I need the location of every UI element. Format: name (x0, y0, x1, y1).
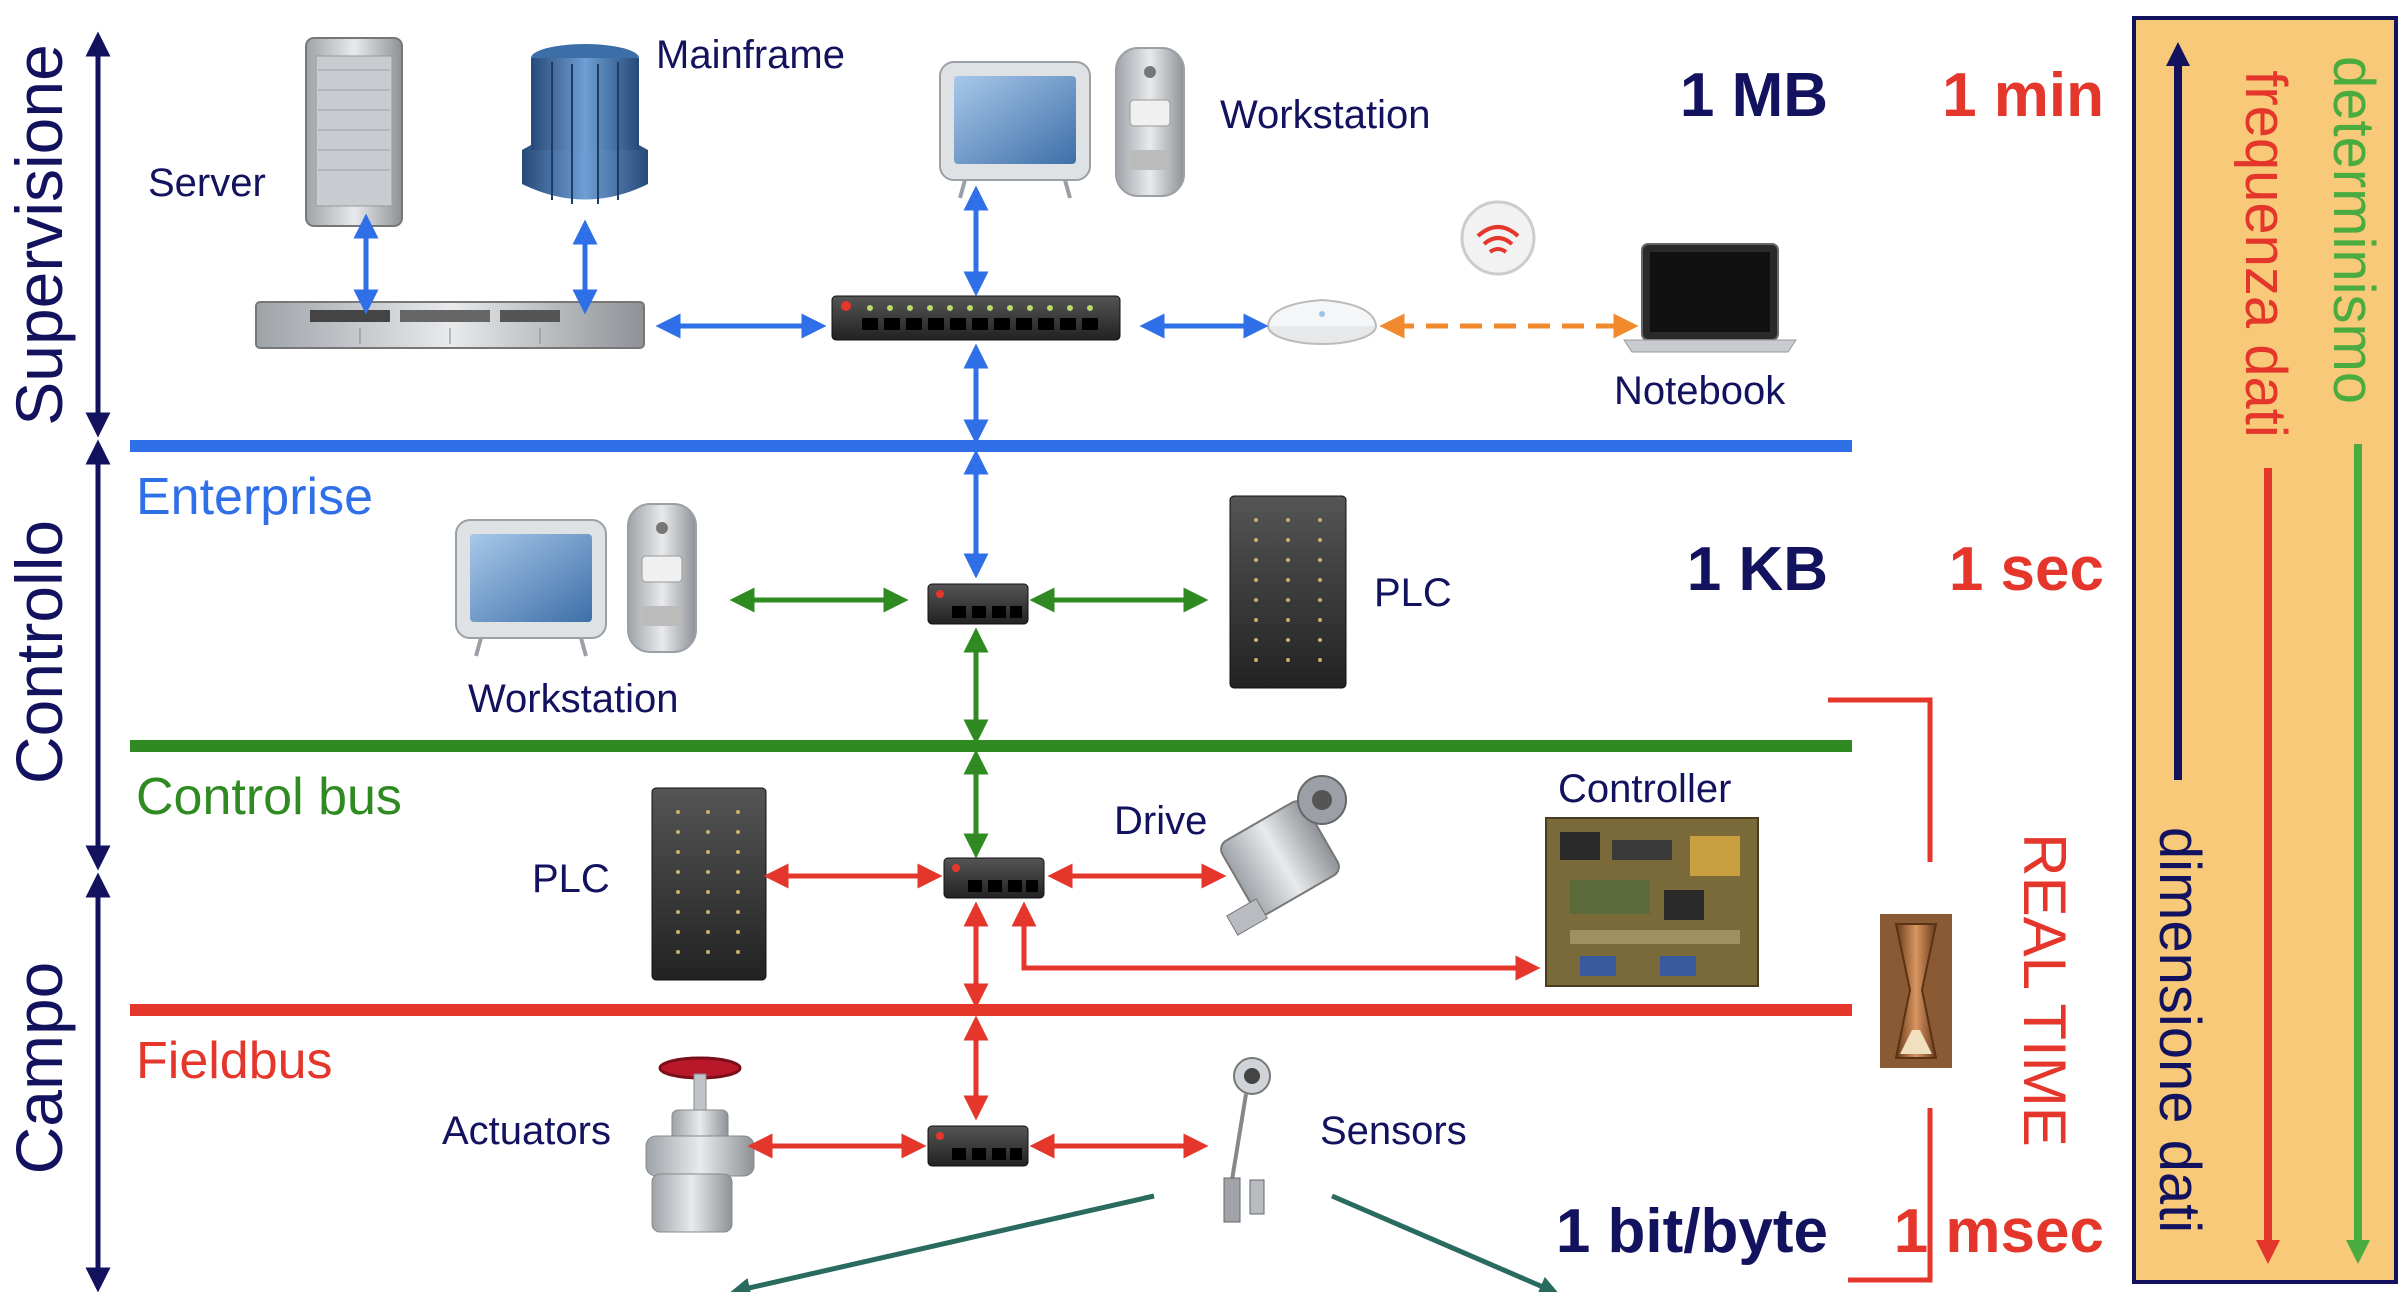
plc-mid-icon (1229, 495, 1347, 689)
data-size-mid: 1 KB (1687, 535, 1828, 604)
sensor-down-left-arrow (730, 1193, 1155, 1292)
real-time-bracket (1828, 697, 1933, 862)
wifi-icon (1460, 200, 1536, 276)
workstation-top-icon (939, 47, 1185, 199)
server-tower-icon (305, 37, 403, 227)
actuator-valve-icon (645, 1056, 755, 1233)
data-size-top: 1 MB (1680, 61, 1828, 130)
controller-field-link-arrow (1011, 901, 1541, 981)
actuators-label: Actuators (442, 1109, 611, 1153)
legend-frequency-label: frequenza dati (2233, 70, 2298, 438)
mainframe-icon (522, 44, 648, 204)
section-supervision-label: Supervisione (2, 44, 76, 426)
workstation-mid-label: Workstation (468, 677, 678, 721)
enterprise-bus-label: Enterprise (136, 468, 373, 526)
mainframe-label: Mainframe (656, 33, 845, 77)
section-control-label: Controllo (2, 520, 76, 784)
data-time-mid: 1 sec (1949, 535, 2104, 604)
sensors-label: Sensors (1320, 1109, 1467, 1153)
plc-low-icon (651, 787, 767, 981)
fieldbus-label: Fieldbus (136, 1032, 333, 1090)
drive-icon (1220, 775, 1347, 936)
field-switch-icon (943, 857, 1045, 899)
real-time-bracket-lower (1848, 1108, 1933, 1283)
data-time-low: 1 msec (1894, 1197, 2104, 1266)
real-time-label: REAL TIME (2011, 833, 2078, 1146)
rack-server-icon (255, 301, 645, 349)
plc-mid-label: PLC (1374, 571, 1452, 615)
legend-size-label: dimensione dati (2147, 827, 2212, 1233)
notebook-label: Notebook (1614, 369, 1786, 413)
section-field-label: Campo (2, 962, 76, 1175)
plc-low-label: PLC (532, 857, 610, 901)
controller-board-icon (1545, 817, 1759, 987)
data-time-top: 1 min (1942, 61, 2104, 130)
data-size-low: 1 bit/byte (1556, 1197, 1828, 1266)
main-switch-icon (831, 295, 1121, 341)
notebook-icon (1623, 243, 1797, 353)
server-label: Server (148, 161, 266, 205)
drive-label: Drive (1114, 799, 1207, 843)
sensor-icon (1223, 1057, 1271, 1223)
control-switch-icon (927, 583, 1029, 625)
workstation-mid-icon (455, 503, 697, 657)
sensor-down-right-arrow (1331, 1193, 1560, 1292)
access-point-icon (1267, 298, 1377, 345)
workstation-top-label: Workstation (1220, 93, 1430, 137)
legend-determinism-label: determinismo (2321, 56, 2386, 404)
hourglass-icon (1880, 914, 1952, 1068)
bottom-switch-icon (927, 1125, 1029, 1167)
controller-label: Controller (1558, 767, 1731, 811)
control-bus-label: Control bus (136, 768, 402, 826)
